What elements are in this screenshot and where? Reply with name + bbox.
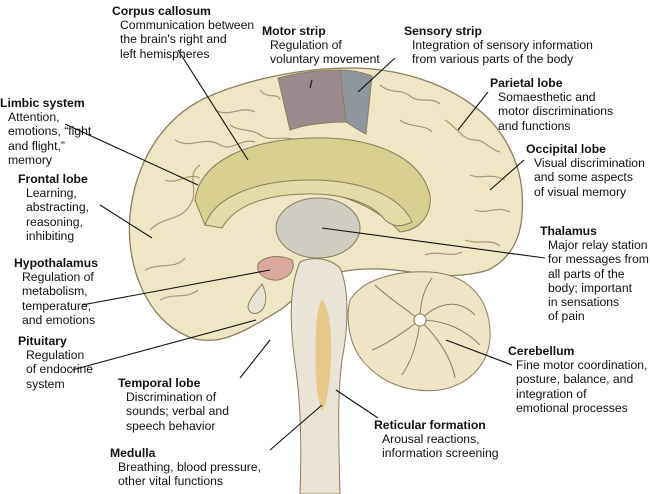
motor-strip-title: Motor strip <box>262 24 326 38</box>
thalamus-desc: Major relay station for messages from al… <box>548 238 649 324</box>
label-cerebellum: Cerebellum Fine motor coordination, post… <box>508 344 647 415</box>
limbic-system-title: Limbic system <box>0 96 85 110</box>
occipital-lobe-title: Occipital lobe <box>526 142 606 156</box>
arbor-vitae <box>413 313 427 327</box>
motor-strip <box>277 69 347 131</box>
label-reticular-formation: Reticular formation Arousal reactions, i… <box>374 418 499 461</box>
parietal-lobe-title: Parietal lobe <box>490 76 563 90</box>
pituitary-title: Pituitary <box>18 334 67 348</box>
hypothalamus <box>257 256 294 281</box>
label-parietal-lobe: Parietal lobe Somaesthetic and motor dis… <box>490 76 613 133</box>
motor-strip-desc: Regulation of voluntary movement <box>270 38 380 67</box>
limbic-system-desc: Attention, emotions, “fight and flight,”… <box>8 110 92 167</box>
corpus-callosum-title: Corpus callosum <box>112 4 211 18</box>
corpus-callosum-desc: Communication between the brain's right … <box>120 18 255 61</box>
label-limbic-system: Limbic system Attention, emotions, “figh… <box>0 96 91 167</box>
label-occipital-lobe: Occipital lobe Visual discrimination and… <box>526 142 645 199</box>
cortex-folds <box>144 84 511 301</box>
label-motor-strip: Motor strip Regulation of voluntary move… <box>262 24 380 67</box>
thalamus <box>275 197 361 259</box>
label-corpus-callosum: Corpus callosum Communication between th… <box>112 4 254 61</box>
reticular-formation-desc: Arousal reactions, information screening <box>382 432 499 461</box>
label-temporal-lobe: Temporal lobe Discrimination of sounds; … <box>118 376 229 433</box>
label-medulla: Medulla Breathing, blood pressure, other… <box>110 446 261 489</box>
medulla-desc: Breathing, blood pressure, other vital f… <box>118 460 261 489</box>
hypothalamus-title: Hypothalamus <box>14 256 98 270</box>
cerebellum <box>347 271 491 392</box>
thalamus-title: Thalamus <box>540 224 597 238</box>
temporal-lobe-title: Temporal lobe <box>118 376 201 390</box>
pituitary-desc: Regulation of endocrine system <box>26 348 94 391</box>
label-thalamus: Thalamus Major relay station for message… <box>540 224 649 323</box>
temporal-lobe-desc: Discrimination of sounds; verbal and spe… <box>126 390 229 433</box>
label-sensory-strip: Sensory strip Integration of sensory inf… <box>404 24 593 67</box>
sensory-strip-title: Sensory strip <box>404 24 482 38</box>
label-hypothalamus: Hypothalamus Regulation of metabolism, t… <box>14 256 98 327</box>
parietal-lobe-desc: Somaesthetic and motor discriminations a… <box>498 90 614 133</box>
cerebellum-desc: Fine motor coordination, posture, balanc… <box>516 358 648 415</box>
reticular-formation-title: Reticular formation <box>374 418 486 432</box>
medulla-title: Medulla <box>110 446 156 460</box>
sensory-strip-desc: Integration of sensory information from … <box>412 38 593 67</box>
hypothalamus-desc: Regulation of metabolism, temperature, a… <box>22 270 96 327</box>
corpus-callosum <box>204 179 413 229</box>
label-frontal-lobe: Frontal lobe Learning, abstracting, reas… <box>18 172 89 243</box>
pituitary <box>247 283 267 314</box>
frontal-lobe-desc: Learning, abstracting, reasoning, inhibi… <box>26 186 90 243</box>
occipital-lobe-desc: Visual discrimination and some aspects o… <box>534 156 645 199</box>
frontal-lobe-title: Frontal lobe <box>18 172 88 186</box>
leader-lines <box>64 49 546 451</box>
cerebellum-title: Cerebellum <box>508 344 575 358</box>
label-pituitary: Pituitary Regulation of endocrine system <box>18 334 93 391</box>
reticular-formation <box>315 299 332 411</box>
